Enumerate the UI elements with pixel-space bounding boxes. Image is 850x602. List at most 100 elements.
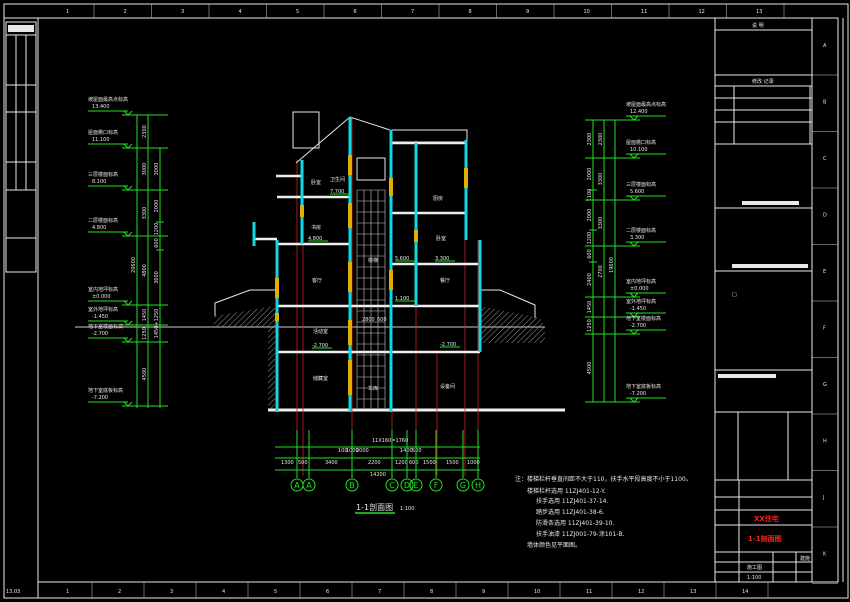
level-name: 坡屋面最高点标高 [626,101,666,108]
level-name: 地下室楼面标高 [626,315,661,322]
level-value: ±0.000 [92,294,111,300]
corner-label: 13.03 [6,589,20,595]
floor-elevation: 7.700 [330,189,344,195]
axis-dim: 500 [298,460,308,466]
level-name: 屋面檐口标高 [626,139,656,146]
level-mark-icon [629,195,639,201]
row-letter: J [822,495,824,501]
level-mark-icon [629,312,639,318]
dimension-text: 2300 [142,125,148,138]
ruler-label: 11 [586,589,592,595]
left-approval-strip [5,21,37,273]
axis-bubble-icon [385,478,399,492]
floor-elevation: -2.700 [440,342,456,348]
ruler-label: 7 [378,589,381,595]
level-mark-icon [123,320,133,326]
dimension-text: 2400 [587,273,593,286]
axis-label: F [434,481,439,490]
notes-block: 注：楼梯栏杆垂直间距不大于110，扶手水平段高度不小于1100。楼梯栏杆选用 1… [515,475,692,549]
level-name: 地下室底板标高 [88,387,123,394]
axis-dim: 1200 [395,460,408,466]
axis-total-dim: 14200 [370,472,386,478]
ruler-label: 4 [222,589,225,595]
ruler-label: 10 [534,589,540,595]
floor-elevation: -2.700 [312,343,328,349]
floor-elevation: 3.300 [435,256,449,262]
axis-dim: 1300 [281,460,294,466]
axis-label: A [306,481,312,490]
level-value: 13.400 [92,104,110,110]
ruler-label: 9 [526,9,529,15]
dimension-text: 1450+1250 [154,309,160,339]
axis-bubble-icon [456,478,470,492]
ruler-label: 8 [469,9,472,15]
level-mark-icon [123,110,133,116]
floor-elevation: 4.800 [308,236,322,242]
dimension-text: 3300 [142,207,148,220]
ruler-label: 6 [354,9,357,15]
dimension-text: 4800 [142,264,148,277]
axis-bubble-icon [400,478,414,492]
note-line: 扶手油漆 11ZJ001-79-涂101-B. [536,530,625,538]
level-name: 室外地坪标高 [88,306,118,313]
row-letter: A [823,43,827,49]
axis-label: B [349,481,355,490]
ruler-label: 6 [326,589,329,595]
dimension-text: 2000 [587,168,593,181]
note-line: 楼梯栏杆选用 11ZJ401-12-Y. [527,487,606,495]
room-label: 卧室 [311,179,321,186]
dimension-text: 1250 [587,319,593,332]
level-name: 二层楼面标高 [626,227,656,234]
axis-dim: 600 [409,460,419,466]
room-label: 书房 [311,224,321,231]
axis-dim-top: 1400 [400,448,413,454]
level-value: -7.200 [630,391,646,397]
level-value: -2.700 [92,331,108,337]
level-value: -1.450 [630,306,646,312]
level-value: -7.200 [92,395,108,401]
axis-dim: 1000 [467,460,480,466]
title-block: □ [714,17,813,583]
level-value: 11.100 [92,137,110,143]
ruler-label: 14 [742,589,748,595]
right-elevation-dimensions [592,120,616,402]
level-mark-icon [123,185,133,191]
level-name: 二层楼面标高 [88,217,118,224]
dimension-text: 3000 [154,163,160,176]
total-height-dim: 19600 [609,257,615,273]
note-line: 墙体颜色见平面图。 [527,541,581,549]
dimension-text: 3300 [598,217,604,230]
left-elevation-dimensions [136,115,161,408]
total-height-dim: 20600 [131,257,137,273]
svg-text:□: □ [732,292,737,298]
dimension-text: 1250 [142,327,148,340]
dimension-text: 1450 [587,301,593,314]
floor-elevation: 1.100 [395,296,409,302]
level-name: 屋面檐口标高 [88,129,118,136]
level-mark-icon [629,292,639,298]
row-letter: D [823,213,827,219]
sheet-frame [3,3,849,599]
axis-label: A [294,481,300,490]
room-label: 卫生间 [330,176,345,183]
level-mark-icon [629,397,639,403]
note-line: 扶手选用 11ZJ401-37-14. [536,497,608,505]
axis-label: G [460,481,466,490]
ruler-label: 5 [296,9,299,15]
ruler-label: 1 [66,589,69,595]
dimension-text: 4500 [587,362,593,375]
room-label: 卧室 [436,235,446,242]
dimension-text: 3600 [154,271,160,284]
dimension-text: 2000 [587,209,593,222]
level-value: -2.700 [630,323,646,329]
level-mark-icon [629,329,639,335]
axis-bubble-icon [471,478,485,492]
sheet-stage: 施工图 [747,564,762,571]
axis-dim: 1500 [423,460,436,466]
dimension-text: 3000 [142,163,148,176]
level-name: 室外地坪标高 [626,298,656,305]
room-label: 车库 [368,385,378,392]
room-label: 楼梯 [368,257,378,264]
axis-label: C [389,481,395,490]
